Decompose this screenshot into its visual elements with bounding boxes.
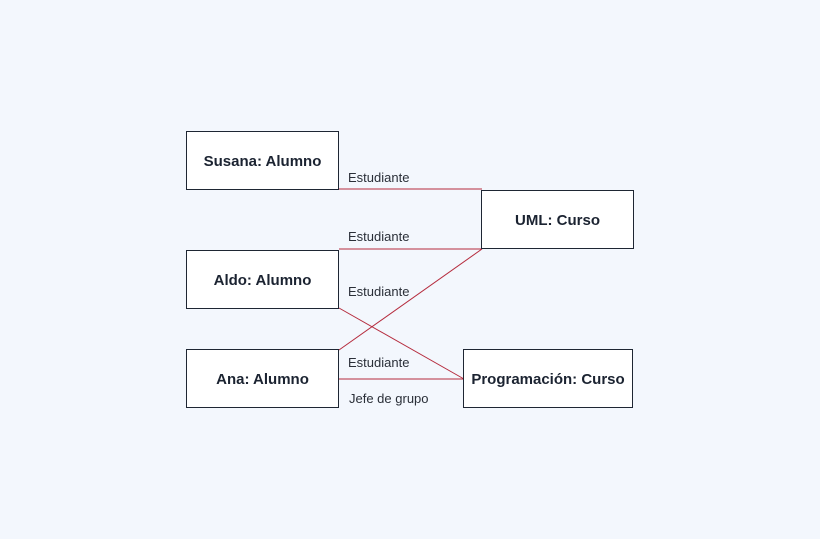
link-aldo-programacion (338, 307, 465, 380)
object-label: UML: Curso (515, 212, 600, 229)
object-label: Programación: Curso (471, 371, 624, 388)
link-label-ana-programacion: Jefe de grupo (349, 391, 429, 406)
object-box (463, 349, 633, 408)
link-label-aldo-uml: Estudiante (348, 229, 409, 244)
object-box (186, 349, 339, 408)
object-ana[interactable]: Ana: Alumno (186, 349, 339, 408)
object-box (186, 131, 339, 190)
link-label-aldo-programacion: Estudiante (348, 284, 409, 299)
object-box (186, 250, 339, 309)
object-aldo[interactable]: Aldo: Alumno (186, 250, 339, 309)
object-susana[interactable]: Susana: Alumno (186, 131, 339, 190)
link-ana-uml (338, 248, 483, 351)
object-box (481, 190, 634, 249)
object-programacion[interactable]: Programación: Curso (463, 349, 633, 408)
link-labels: Estudiante Estudiante Estudiante Estudia… (348, 170, 429, 406)
object-label: Susana: Alumno (204, 153, 322, 170)
object-label: Ana: Alumno (216, 371, 309, 388)
link-label-susana-uml: Estudiante (348, 170, 409, 185)
link-label-ana-uml: Estudiante (348, 355, 409, 370)
links (338, 188, 483, 380)
object-uml[interactable]: UML: Curso (481, 190, 634, 249)
object-label: Aldo: Alumno (214, 272, 312, 289)
